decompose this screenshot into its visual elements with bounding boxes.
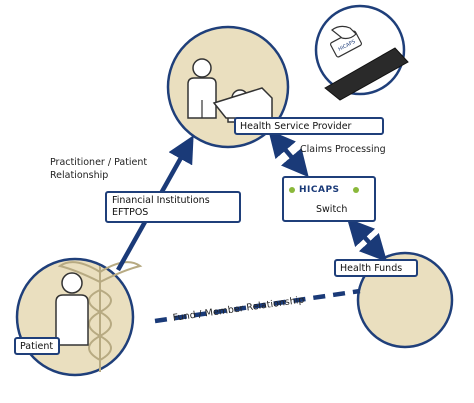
doctor-figure-icon — [187, 58, 217, 119]
practitioner-line1: Practitioner / Patient — [50, 157, 148, 168]
health-funds-label: Health Funds — [340, 263, 403, 274]
patient-label: Patient — [20, 341, 54, 352]
provider-label: Health Service Provider — [240, 121, 352, 132]
practitioner-label: Practitioner / Patient Relationship — [50, 156, 147, 182]
hicaps-logo: HICAPS — [289, 184, 371, 196]
caduceus-icon — [57, 261, 143, 372]
patient-node — [15, 257, 143, 377]
financial-institutions-box: Financial Institutions EFTPOS — [105, 191, 241, 223]
patient-figure-icon — [55, 272, 89, 346]
patient-label-box: Patient — [14, 337, 60, 355]
provider-switch-arrow — [268, 129, 309, 178]
financial-line2: EFTPOS — [112, 207, 149, 218]
fund-member-dashed-line — [154, 288, 361, 324]
counter-icon — [212, 87, 273, 119]
logo-dot-right-icon — [353, 187, 359, 193]
card-terminal-inset: HICAPS — [314, 4, 409, 101]
health-funds-box: Health Funds — [334, 259, 418, 277]
practitioner-line2: Relationship — [50, 170, 109, 181]
provider-label-box: Health Service Provider — [234, 117, 384, 135]
claims-processing-label: Claims Processing — [300, 144, 386, 155]
hicaps-switch-box: HICAPS Switch — [282, 176, 376, 222]
financial-line1: Financial Institutions — [112, 195, 210, 206]
switch-funds-arrow — [346, 218, 388, 262]
card-terminal-icon: HICAPS — [324, 25, 409, 101]
switch-label: Switch — [316, 204, 348, 215]
logo-dot-left-icon — [289, 187, 295, 193]
hicaps-brand: HICAPS — [299, 185, 340, 195]
